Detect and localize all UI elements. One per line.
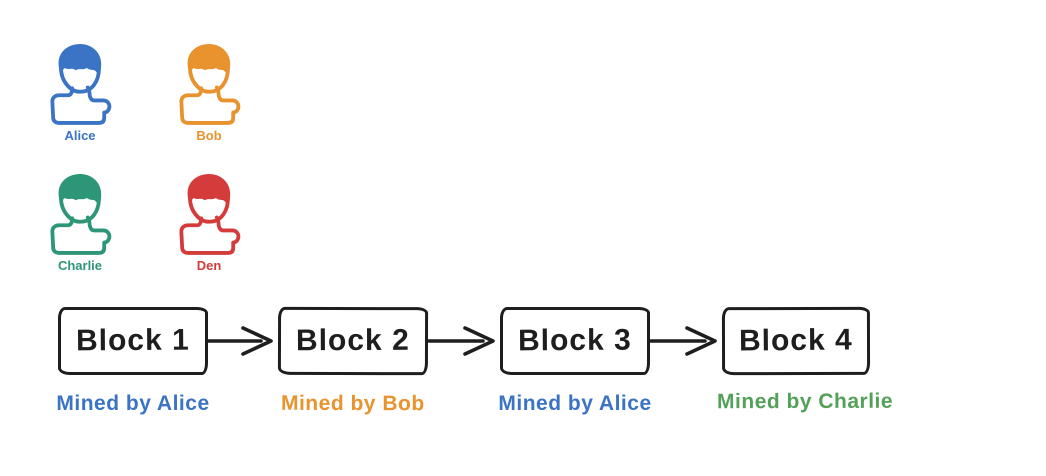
miner-label: Mined by Alice bbox=[56, 392, 210, 415]
block-group-4: Block 4 Mined by Charlie bbox=[717, 306, 893, 413]
person-charlie: Charlie bbox=[48, 170, 112, 272]
block-label: Block 1 bbox=[76, 323, 190, 358]
person-icon bbox=[177, 40, 241, 128]
person-name: Bob bbox=[196, 128, 222, 143]
block-box: Block 2 bbox=[277, 306, 429, 376]
block-label: Block 4 bbox=[738, 323, 854, 358]
block-group-2: Block 2 Mined by Bob bbox=[277, 306, 429, 415]
person-bob: Bob bbox=[177, 40, 241, 142]
miner-label: Mined by Charlie bbox=[716, 389, 894, 414]
block-box: Block 3 bbox=[500, 307, 650, 375]
arrow-right-icon bbox=[205, 324, 279, 358]
block-label: Block 2 bbox=[296, 323, 410, 358]
arrow-right-icon bbox=[427, 324, 501, 358]
miner-label: Mined by Bob bbox=[280, 391, 425, 416]
person-name: Charlie bbox=[57, 258, 103, 273]
arrow-right-icon bbox=[649, 324, 723, 358]
person-icon bbox=[48, 170, 112, 258]
person-den: Den bbox=[177, 170, 241, 272]
person-name: Alice bbox=[64, 128, 96, 143]
block-group-3: Block 3 Mined by Alice bbox=[498, 307, 651, 415]
person-icon bbox=[48, 40, 112, 128]
person-name: Den bbox=[196, 258, 222, 273]
miner-label: Mined by Alice bbox=[498, 392, 652, 415]
person-icon bbox=[177, 170, 241, 258]
block-group-1: Block 1 Mined by Alice bbox=[56, 307, 209, 415]
person-alice: Alice bbox=[48, 40, 112, 142]
block-box: Block 4 bbox=[721, 306, 871, 376]
block-label: Block 3 bbox=[518, 323, 632, 358]
block-box: Block 1 bbox=[58, 307, 208, 375]
